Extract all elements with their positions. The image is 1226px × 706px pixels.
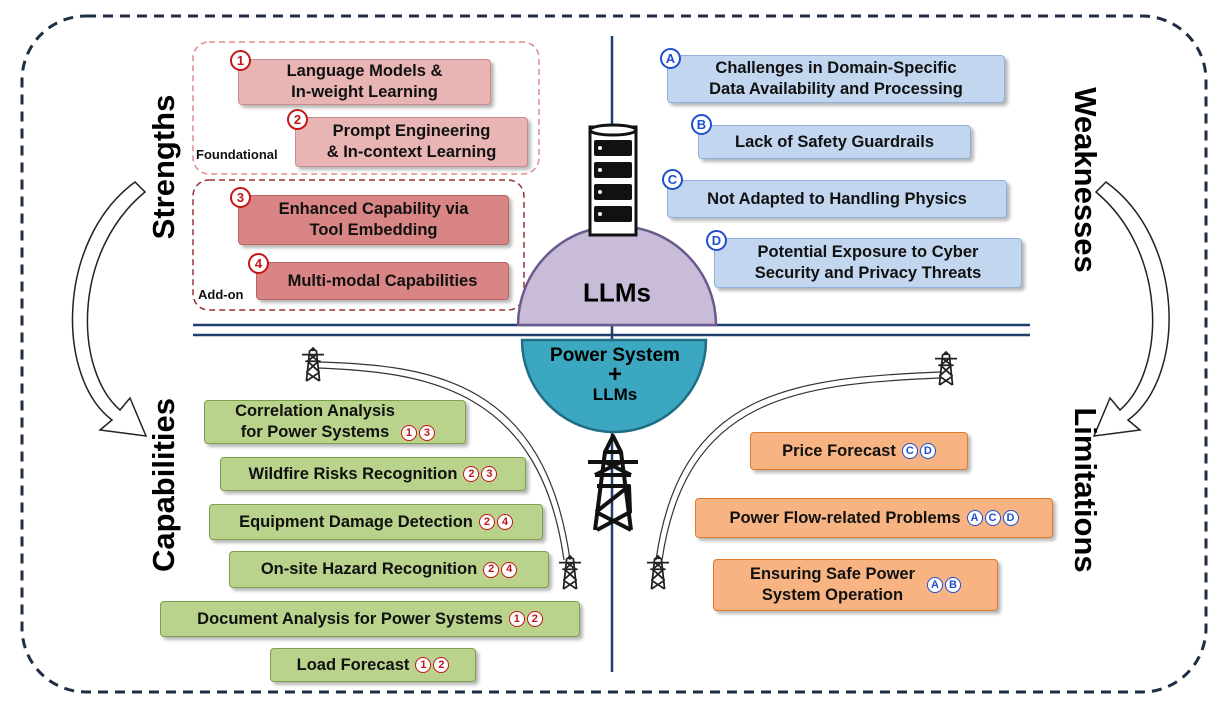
foundational-label: Foundational <box>196 147 278 162</box>
weakness-line2: Data Availability and Processing <box>709 80 963 98</box>
strengths-title: Strengths <box>146 94 181 240</box>
ref-chip: D <box>1002 510 1019 526</box>
addon-group-border <box>192 179 525 311</box>
transmission-tower-icon <box>588 434 638 532</box>
capability-line1: Correlation Analysis <box>235 402 395 420</box>
llm-label: LLMs <box>583 277 651 308</box>
strength-badge-4: 4 <box>248 253 269 274</box>
pylon-icon-top-left <box>301 347 325 382</box>
capability-line2: for Power Systems <box>240 423 390 441</box>
strength-line1: Prompt Engineering <box>332 122 491 140</box>
ref-chip: A <box>966 510 983 526</box>
foundational-group-border <box>192 41 540 175</box>
addon-label: Add-on <box>198 287 244 302</box>
capability-box-equipment: Equipment Damage Detection 2 4 <box>209 504 543 540</box>
strength-line2: & In-context Learning <box>326 143 497 161</box>
ref-chip: 1 <box>415 657 432 673</box>
capability-line1: On-site Hazard Recognition <box>260 560 478 578</box>
ref-chip: 1 <box>400 425 417 441</box>
capability-box-correlation: Correlation Analysis for Power Systems 1… <box>204 400 466 444</box>
weakness-badge-d: D <box>706 230 727 251</box>
limitations-title: Limitations <box>1068 407 1103 573</box>
limitation-box-power-flow: Power Flow-related Problems A C D <box>695 498 1053 538</box>
capability-line1: Wildfire Risks Recognition <box>248 464 458 483</box>
weakness-box-d: Potential Exposure to Cyber Security and… <box>714 238 1022 288</box>
ref-chip: A <box>927 577 944 593</box>
capability-box-hazard: On-site Hazard Recognition 2 4 <box>229 551 549 588</box>
strength-line1: Language Models & <box>286 62 443 80</box>
ref-chip: 2 <box>463 466 480 482</box>
limitation-line1: Ensuring Safe Power <box>749 565 916 583</box>
ref-chip: 4 <box>496 514 513 530</box>
limitation-box-price-forecast: Price Forecast C D <box>750 432 968 470</box>
strength-badge-2: 2 <box>287 109 308 130</box>
ref-chip: 2 <box>478 514 495 530</box>
ref-chip: 1 <box>508 611 525 627</box>
limitation-line2: System Operation <box>761 586 904 604</box>
pylon-icon-bottom-right <box>646 555 670 590</box>
capability-box-load-forecast: Load Forecast 1 2 <box>270 648 476 682</box>
weakness-line1: Lack of Safety Guardrails <box>735 132 934 151</box>
weakness-box-a: Challenges in Domain-Specific Data Avail… <box>667 55 1005 103</box>
ref-chip: 3 <box>481 466 498 482</box>
strengths-to-capabilities-arrow <box>71 181 148 437</box>
weakness-box-b: Lack of Safety Guardrails <box>698 125 971 159</box>
ref-chip: C <box>901 443 918 459</box>
strength-badge-3: 3 <box>230 187 251 208</box>
weakness-badge-b: B <box>691 114 712 135</box>
ref-chip: B <box>945 577 962 593</box>
ref-chip: 2 <box>526 611 543 627</box>
strength-box-2: Prompt Engineering & In-context Learning <box>295 117 528 167</box>
strength-badge-1: 1 <box>230 50 251 71</box>
capability-box-document: Document Analysis for Power Systems 1 2 <box>160 601 580 637</box>
weaknesses-title: Weaknesses <box>1068 87 1103 273</box>
strength-line1: Enhanced Capability via <box>278 200 469 218</box>
outer-dashed-frame <box>20 14 1208 694</box>
ref-chip: 3 <box>418 425 435 441</box>
ref-chip: 2 <box>433 657 450 673</box>
strength-box-1: Language Models & In-weight Learning <box>238 59 491 105</box>
power-system-circle <box>520 338 708 434</box>
llm-dome <box>516 224 718 327</box>
weakness-badge-a: A <box>660 48 681 69</box>
ref-chip: 2 <box>483 561 500 578</box>
power-system-label: Power System <box>550 345 680 366</box>
pylon-icon-bottom-left <box>558 555 582 590</box>
capabilities-title: Capabilities <box>146 398 181 572</box>
strength-line2: Tool Embedding <box>309 221 438 239</box>
transmission-line-right <box>655 371 941 561</box>
limitation-line1: Power Flow-related Problems <box>729 508 961 527</box>
ref-chip: 4 <box>501 561 518 578</box>
limitation-box-safe-operation: Ensuring Safe Power System Operation A B <box>713 559 998 611</box>
weakness-box-c: Not Adapted to Handling Physics <box>667 180 1007 218</box>
ref-chip: D <box>919 443 936 459</box>
weakness-line1: Not Adapted to Handling Physics <box>707 189 967 208</box>
weakness-badge-c: C <box>662 169 683 190</box>
weakness-line2: Security and Privacy Threats <box>754 264 982 282</box>
plus-label: + <box>607 361 623 388</box>
limitation-line1: Price Forecast <box>782 441 896 460</box>
ref-chip: C <box>984 510 1001 526</box>
capability-line1: Load Forecast <box>296 655 410 674</box>
pylon-icon-top-right <box>934 351 958 386</box>
capability-line1: Document Analysis for Power Systems <box>197 609 503 628</box>
weaknesses-to-limitations-arrow <box>1092 181 1170 437</box>
capability-line1: Equipment Damage Detection <box>239 512 473 531</box>
transmission-line-left <box>317 361 571 561</box>
strength-box-4: Multi-modal Capabilities <box>256 262 509 300</box>
weakness-line1: Challenges in Domain-Specific <box>715 59 957 77</box>
strength-line1: Multi-modal Capabilities <box>287 271 478 290</box>
weakness-line1: Potential Exposure to Cyber <box>757 243 979 261</box>
strength-line2: In-weight Learning <box>291 83 438 101</box>
capability-box-wildfire: Wildfire Risks Recognition 2 3 <box>220 457 526 491</box>
database-icon <box>588 123 638 237</box>
power-llms-label: LLMs <box>592 385 638 404</box>
strength-box-3: Enhanced Capability via Tool Embedding <box>238 195 509 245</box>
